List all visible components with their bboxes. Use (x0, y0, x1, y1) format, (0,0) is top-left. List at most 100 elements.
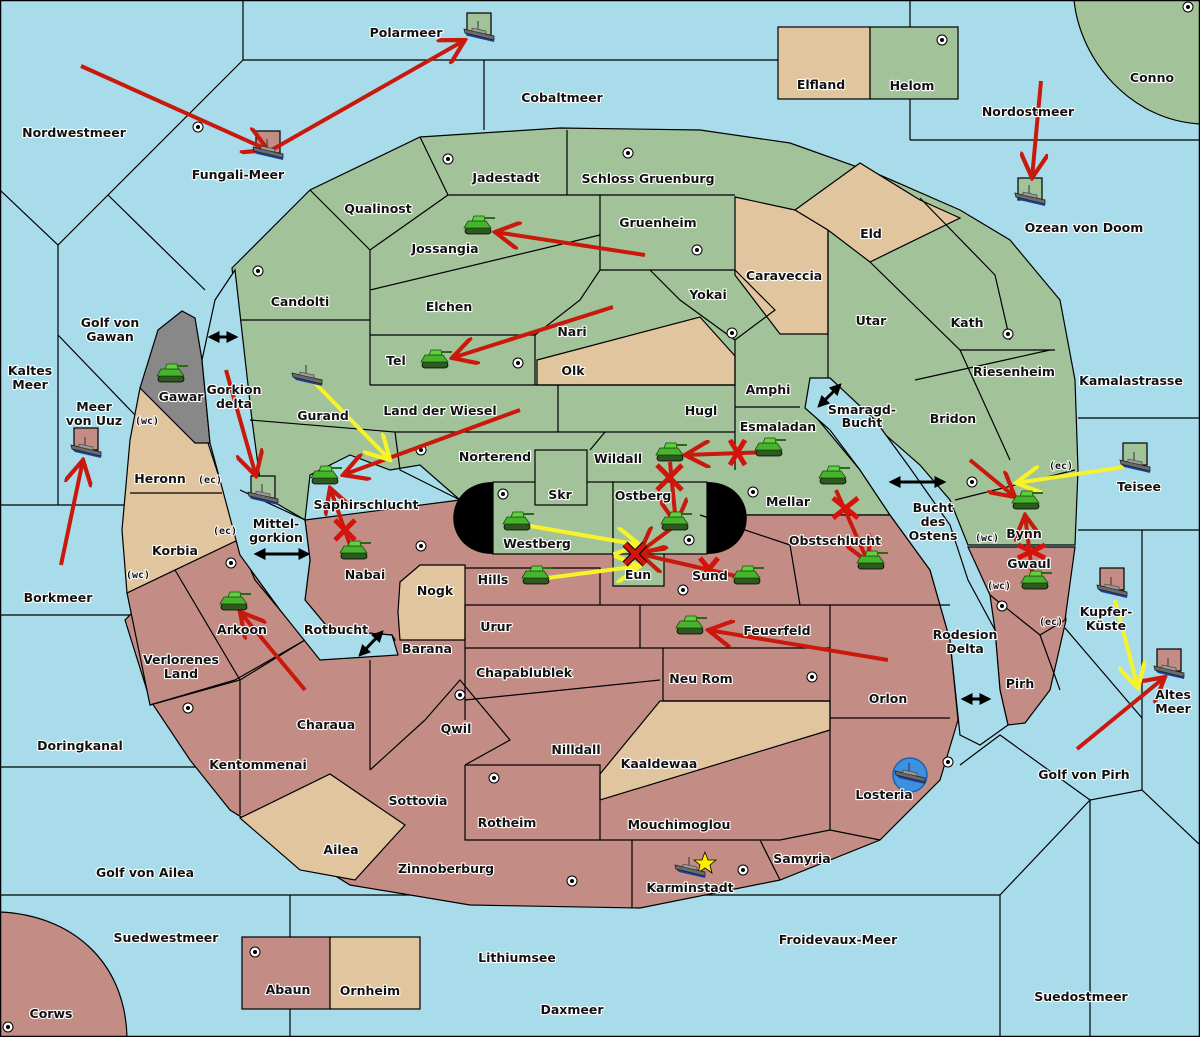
label-cobaltmeer: Cobaltmeer (521, 90, 603, 105)
label-suedostmeer: Suedostmeer (1034, 989, 1128, 1004)
label-kentommenai: Kentommenai (209, 757, 307, 772)
label-rotheim: Rotheim (478, 815, 537, 830)
label-mittel-2: gorkion (249, 530, 303, 545)
inlet-bucht-des-ostens[interactable] (804, 377, 1009, 746)
province-corws[interactable] (0, 911, 128, 1037)
supply-center-icon (966, 476, 978, 488)
province-nogk[interactable] (397, 564, 466, 641)
label-tel: Tel (386, 353, 406, 368)
label-helom: Helom (890, 78, 935, 93)
supply-center-icon (566, 875, 578, 887)
wall-east (707, 482, 747, 554)
label-smaragd-2: Bucht (842, 415, 883, 430)
label-nordostmeer: Nordostmeer (982, 104, 1075, 119)
label-norterend: Norterend (459, 449, 531, 464)
label-bucht-3: Ostens (909, 528, 958, 543)
coast-tag-wc: (wc) (126, 570, 150, 581)
label-caraveccia: Caraveccia (746, 268, 822, 283)
label-nabai: Nabai (345, 567, 386, 582)
x-mark-icon (698, 556, 720, 582)
canal-arrows (207, 331, 992, 705)
label-kaaldewaa: Kaaldewaa (621, 756, 698, 771)
move-orders (59, 40, 1165, 751)
supply-center-icon (442, 153, 454, 165)
star-icon (692, 850, 718, 874)
x-mark-icon (655, 463, 684, 492)
label-mouchimoglou: Mouchimoglou (628, 817, 731, 832)
supply-center-icon (747, 486, 759, 498)
label-polarmeer: Polarmeer (370, 25, 444, 40)
label-orlon: Orlon (869, 691, 908, 706)
supply-center-icon (1182, 1, 1194, 13)
label-conno: Conno (1130, 70, 1175, 85)
coast-tag-ec: (ec) (1049, 461, 1073, 472)
supply-center-icon (488, 772, 500, 784)
label-nogk: Nogk (417, 583, 454, 598)
label-gawar: Gawar (159, 389, 205, 404)
label-amphi: Amphi (746, 382, 791, 397)
label-yokai: Yokai (688, 287, 727, 302)
label-hills: Hills (478, 572, 509, 587)
province-ailea[interactable] (238, 773, 406, 881)
label-corws: Corws (30, 1006, 73, 1021)
label-chapablublek: Chapablublek (476, 665, 573, 680)
x-mark-icon (831, 496, 860, 520)
label-daxmeer: Daxmeer (540, 1002, 604, 1017)
x-mark-icon (1016, 542, 1047, 561)
coast-tag-wc: (wc) (987, 581, 1011, 592)
label-kath: Kath (951, 315, 984, 330)
label-neu-rom: Neu Rom (669, 671, 732, 686)
label-altes-2: Meer (1155, 701, 1191, 716)
label-froidevaux: Froidevaux-Meer (779, 932, 898, 947)
label-mellar: Mellar (766, 494, 811, 509)
coast-tag-wc: (wc) (135, 416, 159, 427)
wall-west (453, 482, 493, 554)
province-conno[interactable] (1073, 0, 1200, 125)
label-fungali: Fungali-Meer (192, 167, 285, 182)
label-altes-1: Altes (1155, 687, 1191, 702)
label-nilldall: Nilldall (551, 742, 600, 757)
label-gwaul: Gwaul (1007, 556, 1050, 571)
label-karminstadt: Karminstadt (646, 880, 733, 895)
x-mark-icon (623, 542, 647, 566)
label-schloss: Schloss Gruenburg (581, 171, 714, 186)
supply-center-icon (683, 534, 695, 546)
supply-center-icon (415, 540, 427, 552)
label-esmaladan: Esmaladan (740, 419, 816, 434)
label-lithiumsee: Lithiumsee (478, 950, 556, 965)
label-feuerfeld: Feuerfeld (743, 623, 810, 638)
label-rotbucht: Rotbucht (304, 622, 368, 637)
label-nordwestmeer: Nordwestmeer (22, 125, 127, 140)
supply-center-icon (1002, 328, 1014, 340)
supply-center-icon (726, 327, 738, 339)
label-ailea: Ailea (323, 842, 358, 857)
province-ornheim[interactable] (329, 936, 421, 1010)
label-qwil: Qwil (441, 721, 472, 736)
label-ornheim: Ornheim (340, 983, 400, 998)
label-borkmeer: Borkmeer (24, 590, 94, 605)
province-gwaul[interactable] (967, 546, 1076, 636)
label-zinnoberburg: Zinnoberburg (398, 861, 494, 876)
label-suedwestmeer: Suedwestmeer (114, 930, 220, 945)
label-uuz-1: Meer (76, 399, 112, 414)
label-losteria: Losteria (855, 787, 912, 802)
province-labels: Polarmeer Nordwestmeer Fungali-Meer Coba… (7, 24, 1193, 1022)
coast-tag-wc: (wc) (975, 533, 999, 544)
label-saphirschlucht: Saphirschlucht (314, 497, 419, 512)
label-skr: Skr (548, 487, 572, 502)
supply-center-icon (622, 147, 634, 159)
label-kamalastrasse: Kamalastrasse (1079, 373, 1183, 388)
label-golf-gawan-2: Gawan (86, 329, 134, 344)
label-charaua: Charaua (297, 717, 355, 732)
label-qualinost: Qualinost (344, 201, 411, 216)
label-golf-pirh: Golf von Pirh (1038, 767, 1129, 782)
label-gorkion-1: Gorkion (206, 382, 261, 397)
label-eun: Eun (625, 567, 651, 582)
label-smaragd-1: Smaragd- (828, 402, 896, 417)
province-elfland[interactable] (777, 26, 871, 100)
label-sottovia: Sottovia (389, 793, 448, 808)
supply-center-icon (182, 702, 194, 714)
province-skr[interactable] (534, 449, 588, 506)
